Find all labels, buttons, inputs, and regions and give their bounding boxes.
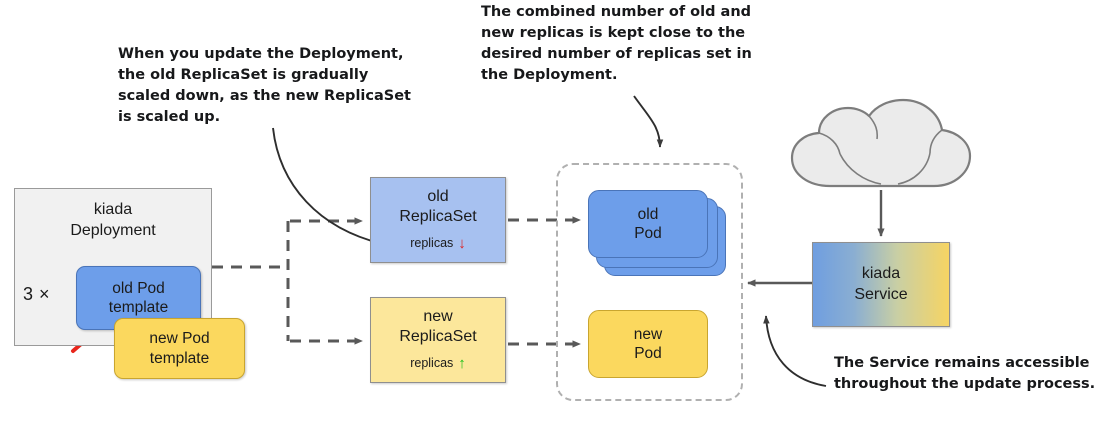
new-replicaset-replicas-label: replicas xyxy=(410,356,454,371)
kiada-service-box[interactable]: kiada Service xyxy=(812,242,950,327)
new-pod-box[interactable]: new Pod xyxy=(588,310,708,378)
old-replicaset-title: old ReplicaSet xyxy=(399,188,477,225)
callout-update-text: When you update the Deployment, the old … xyxy=(118,46,411,126)
callout-arrow-combined xyxy=(633,95,664,148)
new-replicaset-box[interactable]: new ReplicaSet replicas ↑ xyxy=(370,297,506,383)
deployment-title: kiada Deployment xyxy=(70,201,156,239)
pod-group-boundary xyxy=(556,163,743,401)
replica-multiplier-label: 3 × xyxy=(23,284,51,304)
arrow-up-icon: ↑ xyxy=(458,354,466,372)
callout-combined-text: The combined number of old and new repli… xyxy=(481,4,752,84)
callout-arrow-service xyxy=(763,315,827,387)
old-replicaset-replicas: replicas ↓ xyxy=(410,236,466,251)
arrow-down-icon: ↓ xyxy=(458,234,466,252)
cloud-icon xyxy=(790,98,972,188)
new-pod-template-box[interactable]: new Pod template xyxy=(114,318,245,379)
callout-service-text: The Service remains accessible throughou… xyxy=(834,355,1096,393)
connector-deployment-to-replicasets xyxy=(212,217,363,345)
old-pod-box[interactable]: old Pod xyxy=(588,190,708,258)
new-replicaset-replicas: replicas ↑ xyxy=(410,356,466,371)
callout-arrow-update xyxy=(272,127,393,248)
new-replicaset-title: new ReplicaSet xyxy=(399,308,477,345)
old-replicaset-replicas-label: replicas xyxy=(410,236,454,251)
old-replicaset-box[interactable]: old ReplicaSet replicas ↓ xyxy=(370,177,506,263)
